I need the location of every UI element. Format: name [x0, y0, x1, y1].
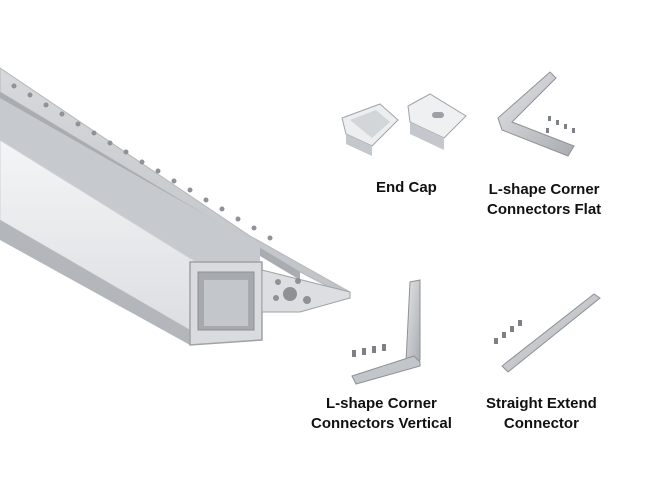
label-line: L-shape Corner	[326, 395, 437, 412]
straight-extend-label: Straight Extend Connector	[486, 394, 597, 434]
l-corner-vertical-label: L-shape Corner Connectors Vertical	[311, 394, 452, 434]
label-line: End Cap	[376, 179, 437, 196]
aluminium-profile	[0, 67, 351, 346]
label-line: L-shape Corner	[488, 181, 600, 198]
label-line: Connectors Flat	[487, 201, 602, 218]
label-line: Connector	[503, 415, 579, 432]
straight-connector	[494, 293, 601, 373]
l-corner-vertical	[351, 279, 421, 385]
end-cap-left	[341, 103, 399, 156]
l-corner-flat-label: L-shape Corner Connectors Flat	[487, 180, 601, 220]
label-line: Straight Extend	[486, 395, 597, 412]
end-cap-label: End Cap	[376, 178, 437, 198]
l-corner-flat	[497, 71, 575, 157]
label-line: Connectors Vertical	[311, 415, 452, 432]
end-cap-right	[407, 93, 467, 150]
